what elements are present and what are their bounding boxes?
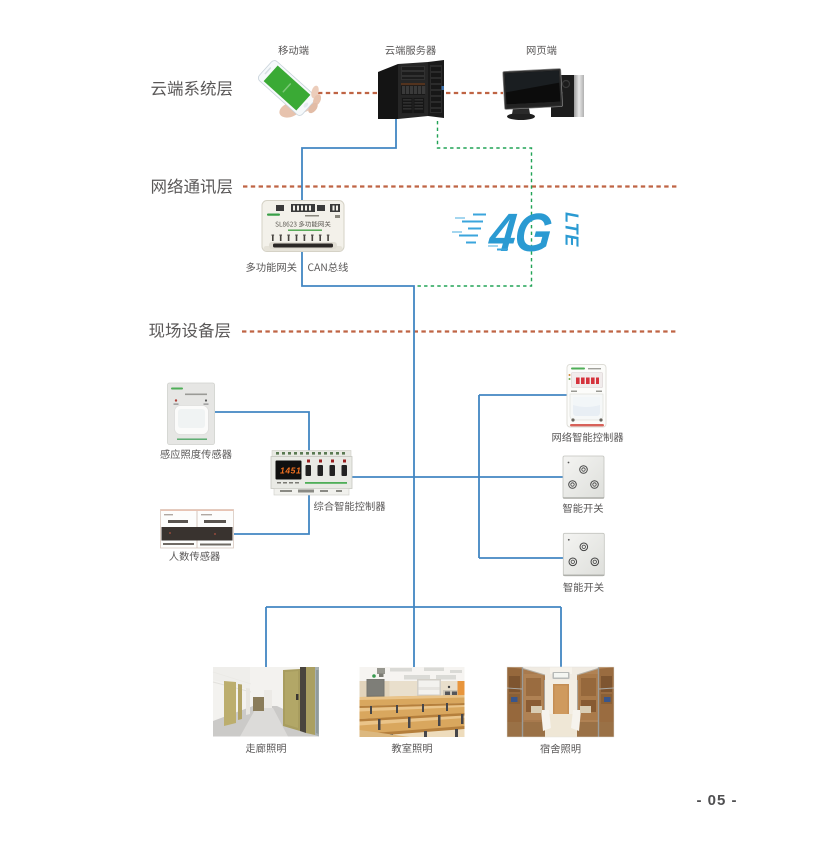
svg-text:1451: 1451 (280, 466, 301, 476)
svg-text:4G: 4G (486, 202, 555, 262)
svg-text:LTE: LTE (562, 212, 582, 247)
svg-text:- 05 -: - 05 - (696, 792, 737, 809)
